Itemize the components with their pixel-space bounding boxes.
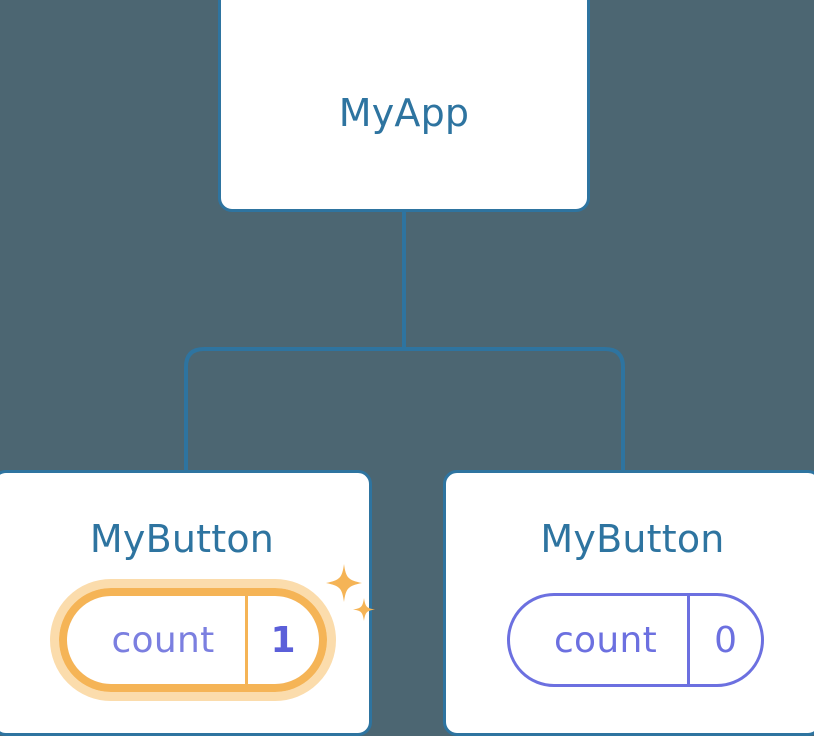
badge-key-label: count — [111, 619, 215, 661]
badge-key-label: count — [553, 619, 658, 661]
node-title: MyButton — [89, 517, 275, 561]
state-badge-count-highlighted[interactable]: count 1 — [50, 579, 336, 701]
node-card-mybutton-right[interactable]: MyButton count 0 — [443, 470, 814, 736]
badge-value-label: 0 — [687, 596, 761, 684]
node-card-myapp[interactable]: MyApp — [218, 0, 590, 212]
node-title: MyApp — [338, 91, 470, 135]
state-badge-count[interactable]: count 0 — [506, 593, 765, 687]
badge-value-label: 1 — [244, 596, 319, 684]
node-title: MyButton — [540, 517, 725, 561]
node-card-mybutton-left[interactable]: MyButton count 1 — [0, 470, 372, 736]
badge-container: count 0 — [446, 593, 814, 687]
badge-container: count 1 — [3, 579, 383, 701]
